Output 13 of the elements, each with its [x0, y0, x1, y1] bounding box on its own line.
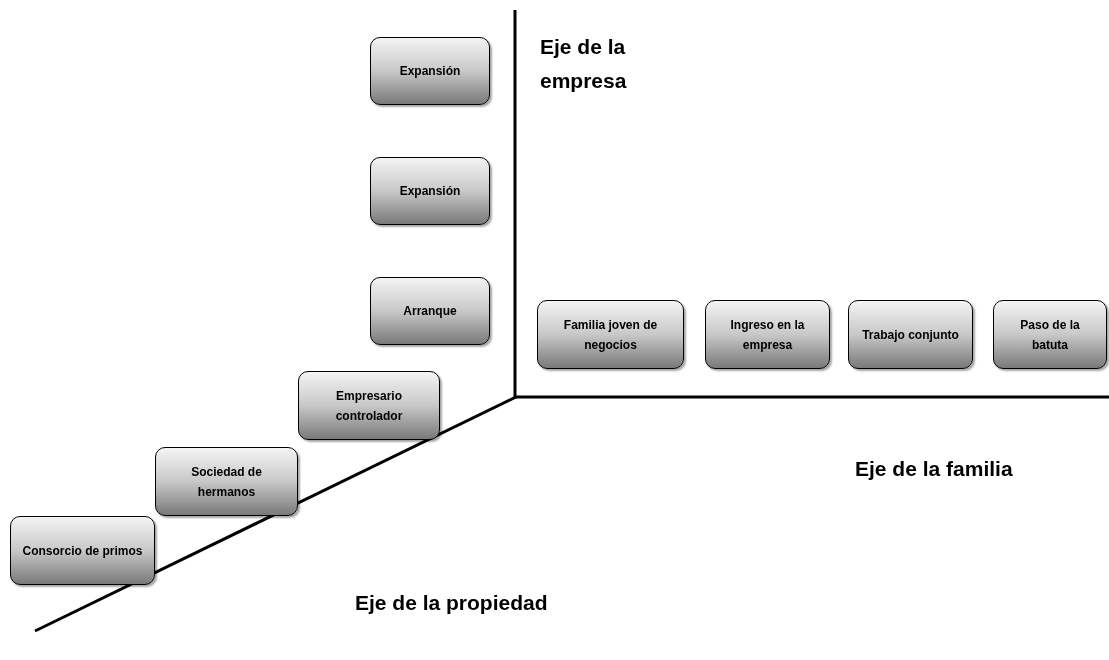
stage-box: Familia joven de negocios	[537, 300, 684, 369]
stage-box: Empresario controlador	[298, 371, 440, 440]
stage-box: Sociedad de hermanos	[155, 447, 298, 516]
stage-box: Expansión	[370, 37, 490, 105]
axis-label: Eje de la familia	[855, 456, 1014, 482]
stage-box: Consorcio de primos	[10, 516, 155, 585]
axis-label: Eje de la propiedad	[355, 590, 549, 616]
axis-label: Eje de la empresa	[540, 34, 628, 94]
stage-box: Expansión	[370, 157, 490, 225]
stage-box: Paso de la batuta	[993, 300, 1107, 369]
stage-box: Trabajo conjunto	[848, 300, 973, 369]
stage-box: Ingreso en la empresa	[705, 300, 830, 369]
stage-box: Arranque	[370, 277, 490, 345]
